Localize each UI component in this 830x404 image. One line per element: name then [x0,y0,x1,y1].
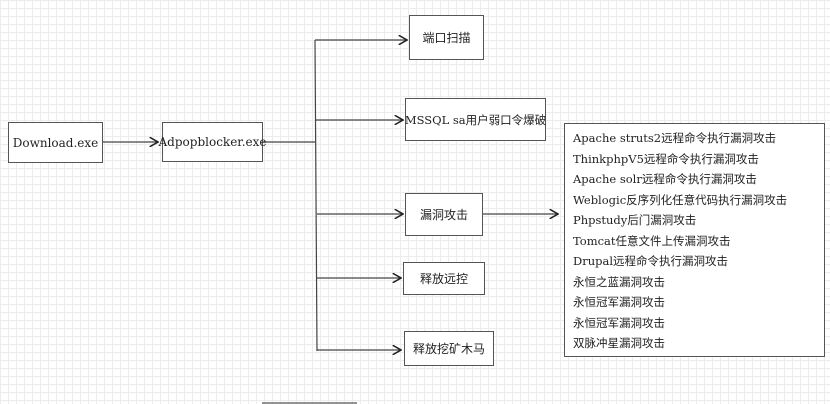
vuln-item: Apache solr远程命令执行漏洞攻击 [573,172,757,186]
vuln-item: 永恒之蓝漏洞攻击 [573,274,665,289]
node-download: Download.exe [8,122,103,163]
vuln-item: Tomcat任意文件上传漏洞攻击 [573,233,731,248]
node-label: 释放远控 [419,272,468,286]
node-label: MSSQL sa用户弱口令爆破 [404,112,547,127]
trunk-line [314,39,318,352]
node-vuln-attack: 漏洞攻击 [405,193,483,236]
node-release-miner: 释放挖矿木马 [404,331,494,366]
vuln-item: ThinkphpV5远程命令执行漏洞攻击 [573,151,759,166]
node-label: 漏洞攻击 [419,208,468,222]
vuln-item: Phpstudy后门漏洞攻击 [573,213,697,227]
vuln-item: Apache struts2远程命令执行漏洞攻击 [573,131,777,145]
node-label: 释放挖矿木马 [412,342,485,356]
node-label: 端口扫描 [422,31,471,45]
vuln-item: 永恒冠军漏洞攻击 [573,315,665,330]
vuln-item: Drupal远程命令执行漏洞攻击 [573,254,729,268]
node-label: Adpopblocker.exe [158,135,267,149]
node-mssql: MSSQL sa用户弱口令爆破 [405,98,546,141]
node-release-rat: 释放远控 [403,262,485,295]
node-adpopblocker: Adpopblocker.exe [159,122,267,162]
node-label: Download.exe [12,135,99,150]
node-port-scan: 端口扫描 [409,15,484,60]
vuln-item: 永恒冠军漏洞攻击 [573,295,665,309]
vuln-item: Weblogic反序列化任意代码执行漏洞攻击 [573,192,788,207]
vulnerability-list: Apache struts2远程命令执行漏洞攻击 ThinkphpV5远程命令执… [564,123,825,357]
vuln-item: 双脉冲星漏洞攻击 [573,336,665,350]
